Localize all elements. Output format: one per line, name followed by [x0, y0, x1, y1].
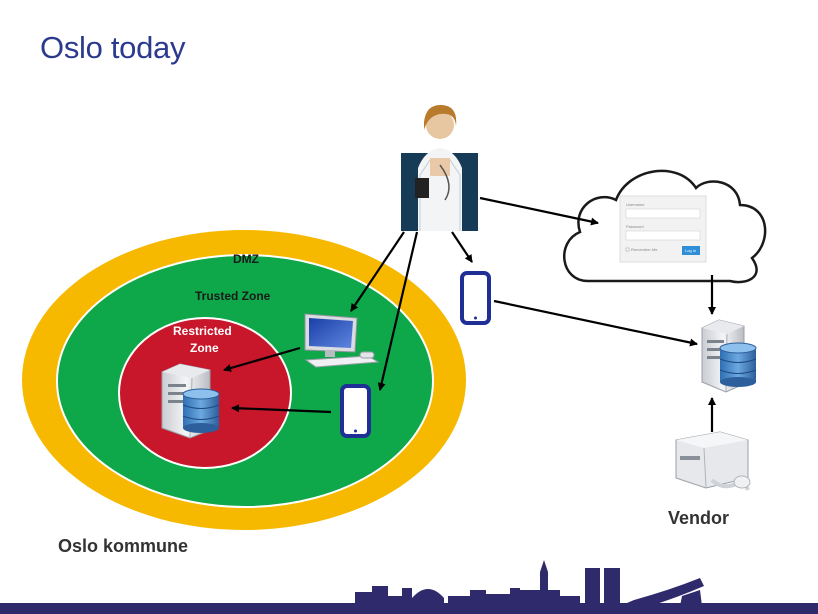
login-password-label: Password [626, 224, 644, 229]
login-username-field[interactable] [625, 208, 701, 219]
vendor-label: Vendor [668, 508, 730, 528]
slide-title: Oslo today [40, 30, 186, 65]
remember-me-label: Remember Me [631, 247, 658, 252]
login-password-field[interactable] [625, 230, 701, 241]
trusted-zone-label: Trusted Zone [195, 289, 271, 303]
restricted-zone-label-line2: Zone [190, 341, 219, 355]
restricted-zone-label-line1: Restricted [173, 324, 232, 338]
login-button-label: Log In [685, 248, 696, 253]
vendor-database-icon [719, 342, 757, 387]
printer-icon [675, 431, 751, 491]
tablet-trusted-zone-icon [340, 384, 371, 438]
arrow-doctor-to-tablet-external [451, 231, 473, 263]
arrow-tablet-to-vendor [493, 299, 698, 347]
arrow-tablet-to-server [231, 404, 332, 414]
desktop-computer-icon [304, 313, 380, 368]
oslo-skyline-footer [0, 560, 818, 614]
arrow-desktop-to-server [223, 346, 301, 372]
login-button[interactable] [682, 246, 700, 255]
arrow-doctor-to-desktop [350, 231, 405, 312]
login-username-label: Username [626, 202, 645, 207]
organization-label: Oslo kommune [58, 536, 189, 556]
dmz-label: DMZ [233, 252, 259, 266]
tablet-external-icon [460, 271, 491, 325]
doctor-icon [401, 104, 478, 231]
arrow-doctor-to-tablet-trusted [377, 231, 419, 391]
login-form: Username Password Remember Me Log In [619, 195, 707, 263]
remember-me-checkbox[interactable] [625, 247, 630, 252]
internal-database-icon [182, 388, 220, 433]
arrow-doctor-to-cloud [479, 196, 599, 226]
